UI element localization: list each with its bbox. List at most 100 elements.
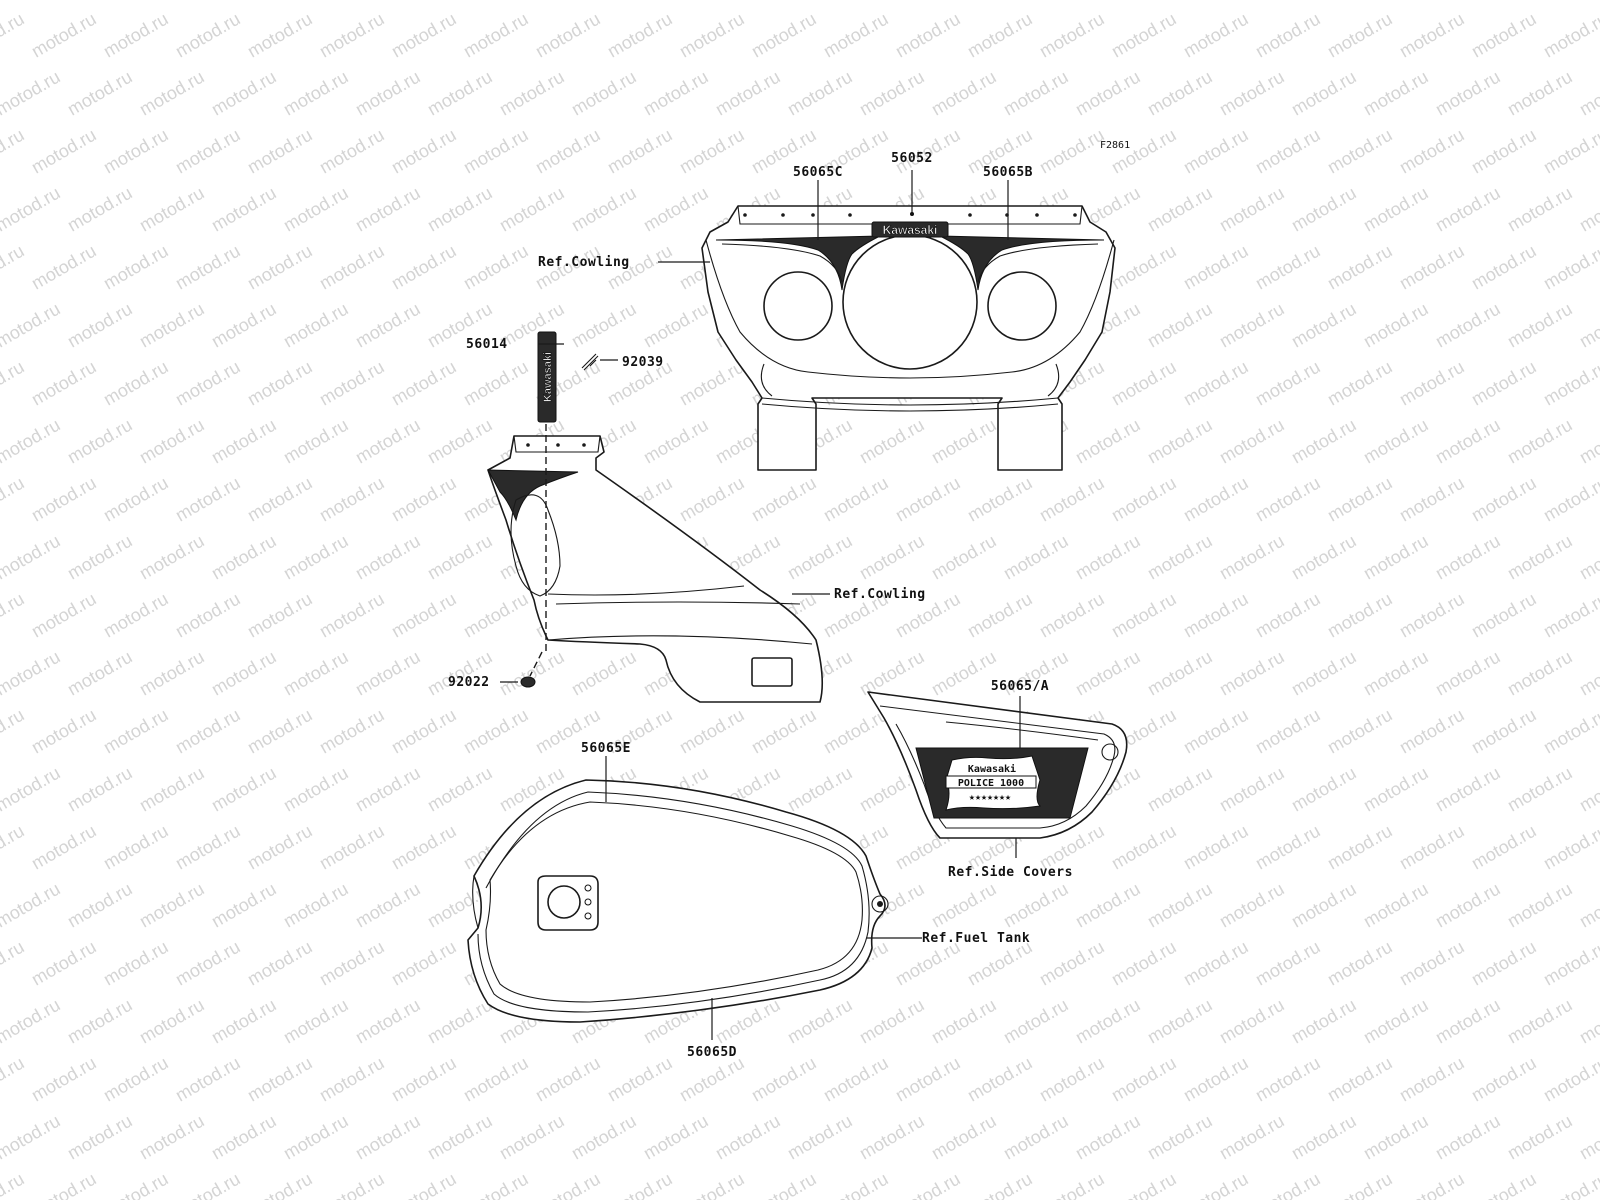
watermark-text: motod.ru [1324, 1169, 1396, 1200]
watermark-text: motod.ru [0, 937, 28, 990]
watermark-text: motod.ru [1396, 9, 1468, 62]
watermark-text: motod.ru [1072, 0, 1144, 3]
watermark-text: motod.ru [1036, 473, 1108, 526]
watermark-text: motod.ru [1216, 1111, 1288, 1164]
watermark-text: motod.ru [244, 357, 316, 410]
watermark-text: motod.ru [0, 415, 64, 468]
watermark-text: motod.ru [0, 1111, 64, 1164]
watermark-text: motod.ru [208, 995, 280, 1048]
watermark-text: motod.ru [1504, 415, 1576, 468]
watermark-text: motod.ru [136, 1111, 208, 1164]
brand-emblem-side: Kawasaki [542, 352, 554, 402]
watermark-text: motod.ru [1576, 415, 1600, 468]
watermark-text: motod.ru [1000, 0, 1072, 3]
watermark-text: motod.ru [928, 1111, 1000, 1164]
watermark-text: motod.ru [820, 473, 892, 526]
front-cowling: Kawasaki [701, 205, 1116, 471]
part-label-56065C: 56065C [793, 165, 843, 180]
watermark-text: motod.ru [1360, 879, 1432, 932]
watermark-text: motod.ru [892, 1053, 964, 1106]
watermark-text: motod.ru [28, 241, 100, 294]
watermark-text: motod.ru [460, 9, 532, 62]
watermark-text: motod.ru [1144, 299, 1216, 352]
watermark-text: motod.ru [172, 1169, 244, 1200]
watermark-text: motod.ru [532, 125, 604, 178]
watermark-text: motod.ru [1540, 473, 1600, 526]
screw-92039 [581, 353, 599, 371]
watermark-text: motod.ru [1396, 821, 1468, 874]
watermark-text: motod.ru [28, 473, 100, 526]
watermark-text: motod.ru [136, 0, 208, 3]
watermark-text: motod.ru [316, 9, 388, 62]
watermark-text: motod.ru [892, 473, 964, 526]
watermark-text: motod.ru [28, 1053, 100, 1106]
watermark-text: motod.ru [136, 879, 208, 932]
watermark-text: motod.ru [1216, 415, 1288, 468]
watermark-text: motod.ru [1072, 995, 1144, 1048]
watermark-text: motod.ru [388, 241, 460, 294]
brand-emblem-front: Kawasaki [883, 223, 938, 237]
part-label-56052: 56052 [891, 151, 933, 166]
watermark-text: motod.ru [460, 589, 532, 642]
watermark-text: motod.ru [64, 0, 136, 3]
watermark-text: motod.ru [1432, 67, 1504, 120]
watermark-text: motod.ru [1396, 125, 1468, 178]
watermark-text: motod.ru [316, 241, 388, 294]
watermark-text: motod.ru [1324, 9, 1396, 62]
watermark-text: motod.ru [172, 9, 244, 62]
watermark-text: motod.ru [1576, 0, 1600, 3]
part-label-56065E: 56065E [581, 741, 631, 756]
watermark-text: motod.ru [1000, 879, 1072, 932]
watermark-text: motod.ru [1396, 357, 1468, 410]
watermark-text: motod.ru [28, 357, 100, 410]
watermark-text: motod.ru [568, 647, 640, 700]
watermark-text: motod.ru [1036, 1169, 1108, 1200]
watermark-text: motod.ru [568, 299, 640, 352]
watermark-text: motod.ru [1504, 1111, 1576, 1164]
watermark-text: motod.ru [856, 995, 928, 1048]
watermark-text: motod.ru [352, 0, 424, 3]
watermark-text: motod.ru [1468, 1053, 1540, 1106]
watermark-text: motod.ru [856, 647, 928, 700]
watermark-text: motod.ru [316, 705, 388, 758]
watermark-text: motod.ru [1360, 67, 1432, 120]
watermark-text: motod.ru [1072, 415, 1144, 468]
watermark-text: motod.ru [928, 67, 1000, 120]
watermark-text: motod.ru [1108, 1169, 1180, 1200]
watermark-text: motod.ru [1252, 9, 1324, 62]
watermark-text: motod.ru [1360, 647, 1432, 700]
watermark-text: motod.ru [136, 647, 208, 700]
watermark-text: motod.ru [352, 1111, 424, 1164]
watermark-text: motod.ru [1324, 473, 1396, 526]
badge-top-text: Kawasaki [968, 763, 1016, 775]
watermark-text: motod.ru [1072, 67, 1144, 120]
watermark-text: motod.ru [640, 183, 712, 236]
watermark-text: motod.ru [424, 1111, 496, 1164]
watermark-text: motod.ru [856, 415, 928, 468]
watermark-text: motod.ru [1180, 241, 1252, 294]
watermark-text: motod.ru [1540, 357, 1600, 410]
watermark-text: motod.ru [640, 0, 712, 3]
watermark-text: motod.ru [496, 0, 568, 3]
watermark-text: motod.ru [1504, 0, 1576, 3]
fuel-tank [467, 779, 889, 1023]
watermark-text: motod.ru [1216, 183, 1288, 236]
watermark-text: motod.ru [0, 0, 64, 3]
watermark-text: motod.ru [28, 9, 100, 62]
watermark-text: motod.ru [1000, 531, 1072, 584]
watermark-text: motod.ru [1288, 0, 1360, 3]
watermark-text: motod.ru [316, 1169, 388, 1200]
watermark-text: motod.ru [316, 1053, 388, 1106]
watermark-text: motod.ru [1468, 1169, 1540, 1200]
watermark-text: motod.ru [604, 1169, 676, 1200]
watermark-text: motod.ru [424, 67, 496, 120]
watermark-text: motod.ru [676, 473, 748, 526]
watermark-text: motod.ru [100, 821, 172, 874]
watermark-text: motod.ru [1540, 589, 1600, 642]
watermark-text: motod.ru [1288, 995, 1360, 1048]
watermark-text: motod.ru [208, 0, 280, 3]
watermark-text: motod.ru [676, 357, 748, 410]
watermark-text: motod.ru [352, 995, 424, 1048]
watermark-text: motod.ru [64, 183, 136, 236]
